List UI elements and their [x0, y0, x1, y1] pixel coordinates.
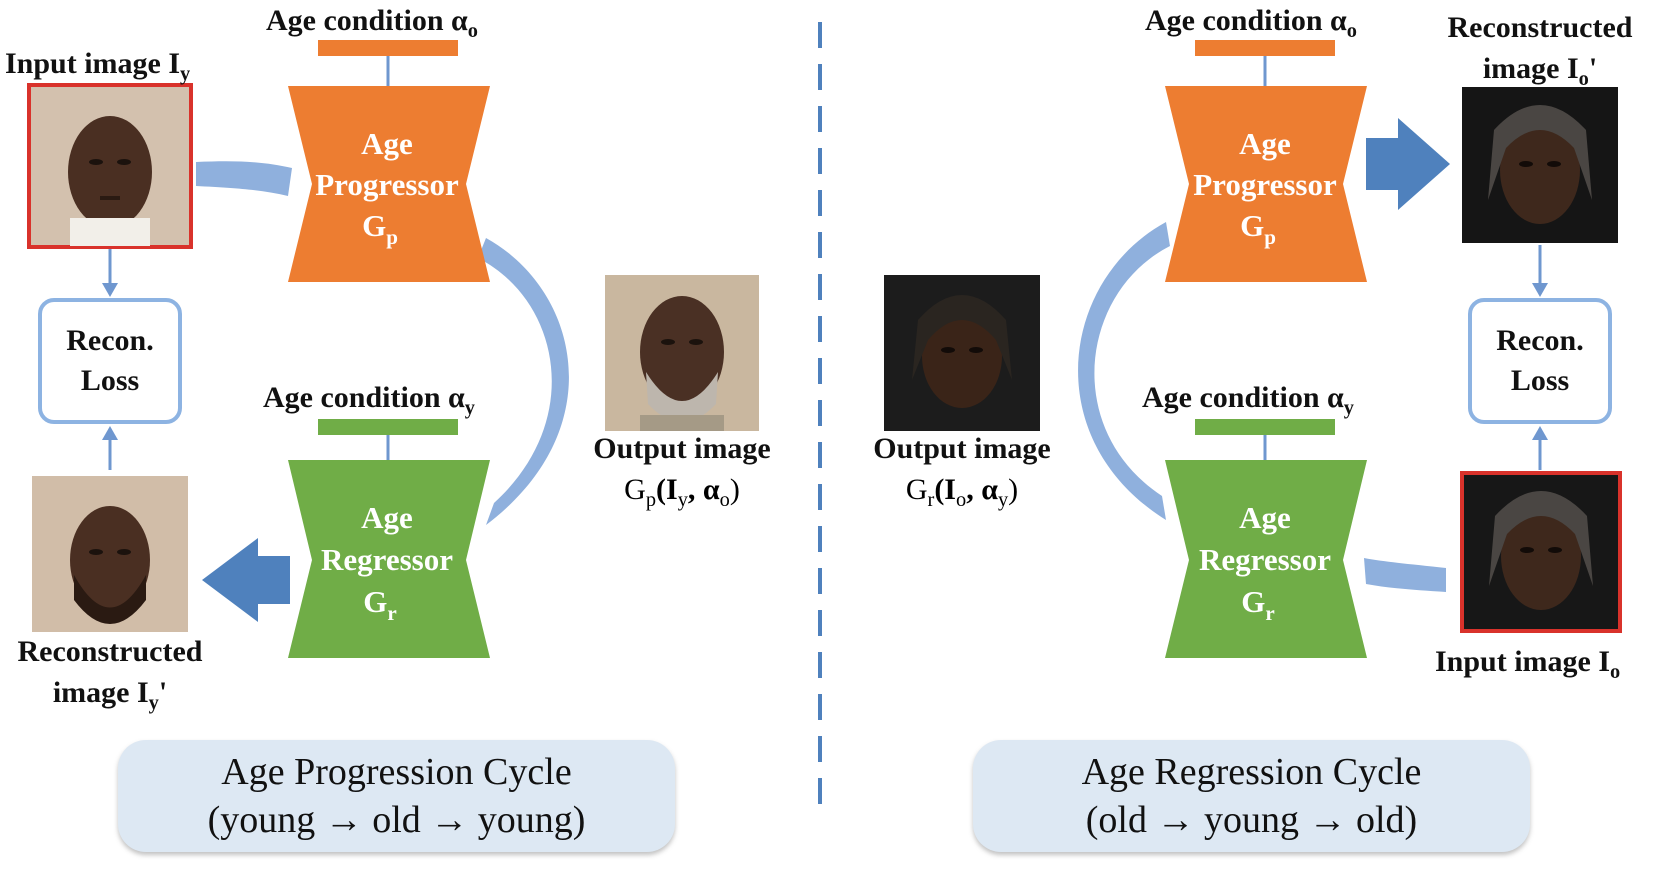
arrow-progressor-to-recon — [1366, 118, 1450, 210]
right-caption-title: Age Regression Cycle — [1081, 751, 1422, 793]
flow-arc-input-to-progressor — [196, 161, 292, 196]
left-recon-label-1: Reconstructed — [18, 635, 203, 668]
right-age-condition-old-label: Age condition αo — [1145, 4, 1357, 42]
right-age-progressor-block — [1165, 86, 1367, 282]
right-recon-label-2: image Io' — [1483, 52, 1597, 90]
left-output-image-label: Output image — [593, 432, 771, 465]
right-output-formula: Gr(Io, αy) — [906, 473, 1018, 511]
left-caption-box: Age Progression Cycle (young → old → you… — [118, 740, 675, 852]
right-caption-box: Age Regression Cycle (old → young → old) — [973, 740, 1530, 852]
right-caption-subtitle: (old → young → old) — [1085, 799, 1418, 841]
loss-line-2: Loss — [81, 364, 139, 397]
age-regressor-block — [288, 460, 490, 658]
progressor-symbol: Gp — [362, 208, 398, 249]
age-condition-young-bar — [318, 419, 458, 435]
right-loss-line-2: Loss — [1511, 364, 1569, 397]
right-regressor-symbol: Gr — [1241, 584, 1274, 625]
arrow-down-icon — [1532, 283, 1548, 297]
left-age-condition-young-label: Age condition αy — [263, 381, 475, 419]
left-recon-label-2: image Iy' — [53, 676, 167, 714]
left-caption-subtitle: (young → old → young) — [207, 799, 586, 841]
right-progressor-line-2: Progressor — [1193, 167, 1337, 202]
loss-line-1: Recon. — [66, 324, 153, 357]
regressor-line-1: Age — [361, 500, 413, 535]
progressor-line-2: Progressor — [315, 167, 459, 202]
right-recon-label-1: Reconstructed — [1448, 11, 1633, 44]
left-caption-title: Age Progression Cycle — [221, 751, 572, 793]
right-age-condition-young-label: Age condition αy — [1142, 381, 1354, 419]
right-regressor-line-1: Age — [1239, 500, 1291, 535]
right-input-image-label: Input image Io — [1435, 645, 1620, 683]
regressor-line-2: Regressor — [321, 542, 453, 577]
right-progressor-symbol: Gp — [1240, 208, 1276, 249]
flow-arc-input-to-regressor — [1364, 558, 1446, 592]
right-regressor-line-2: Regressor — [1199, 542, 1331, 577]
left-input-image-label: Input image Iy — [5, 47, 190, 85]
right-age-condition-old-bar — [1195, 40, 1335, 56]
left-age-condition-old-label: Age condition αo — [266, 4, 478, 42]
right-recon-loss-box — [1468, 298, 1612, 424]
left-output-formula: Gp(Iy, αo) — [624, 473, 740, 511]
arrow-down-icon — [102, 283, 118, 297]
recon-loss-box — [38, 298, 182, 424]
flow-arc-progressor-to-regressor — [478, 238, 569, 525]
arrow-up-icon — [1532, 426, 1548, 440]
age-progressor-block — [288, 86, 490, 282]
right-output-image-label: Output image — [873, 432, 1051, 465]
arrow-regressor-to-recon — [202, 538, 290, 622]
arrow-up-icon — [102, 426, 118, 440]
progressor-line-1: Age — [361, 126, 413, 161]
right-age-regressor-block — [1165, 460, 1367, 658]
flow-arc-regressor-to-output — [1078, 222, 1170, 520]
regressor-symbol: Gr — [363, 584, 396, 625]
right-progressor-line-1: Age — [1239, 126, 1291, 161]
right-age-condition-young-bar — [1195, 419, 1335, 435]
right-loss-line-1: Recon. — [1496, 324, 1583, 357]
age-condition-old-bar — [318, 40, 458, 56]
